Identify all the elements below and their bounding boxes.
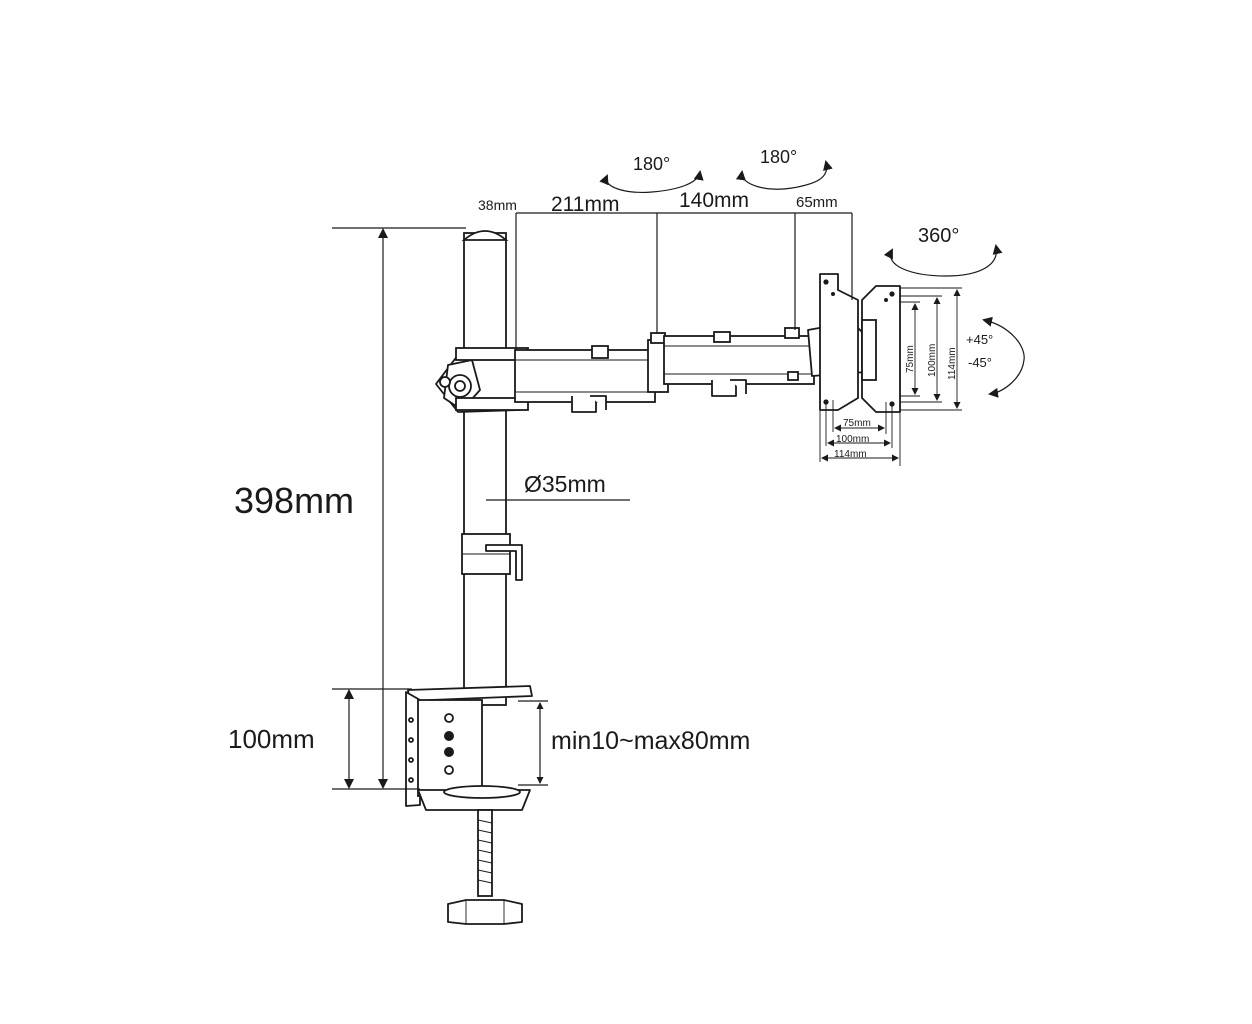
rotation-180-arrow-2 (735, 160, 833, 190)
pole (461, 230, 523, 706)
label-tilt-up: +45° (966, 332, 993, 347)
rotation-180-arrow-1 (599, 170, 704, 193)
dimension-lines (332, 212, 962, 790)
label-100mm: 100mm (228, 724, 315, 754)
label-vesa-h75: 75mm (843, 418, 871, 429)
label-vesa-v75: 75mm (905, 345, 916, 373)
label-vesa-h114: 114mm (834, 449, 867, 460)
tilt-arrow (982, 316, 1025, 398)
label-desk-range: min10~max80mm (551, 727, 750, 755)
label-211mm: 211mm (551, 193, 619, 216)
label-398mm: 398mm (234, 480, 354, 521)
label-vesa-h100: 100mm (836, 434, 869, 445)
monitor-arm-drawing (405, 230, 901, 925)
label-140mm: 140mm (679, 189, 749, 212)
label-tilt-down: -45° (968, 355, 992, 370)
label-38mm: 38mm (478, 197, 517, 213)
label-vesa-v100: 100mm (927, 344, 938, 377)
label-vesa-v114: 114mm (947, 347, 958, 380)
label-65mm: 65mm (796, 194, 838, 211)
label-rotation-180-1: 180° (633, 154, 670, 174)
label-rotation-180-2: 180° (760, 147, 797, 167)
vesa-plate (819, 273, 901, 413)
label-diameter: Ø35mm (524, 471, 606, 497)
arm-segment-1 (514, 345, 656, 413)
rotation-arrows (599, 160, 1025, 398)
arm-segment-2 (663, 331, 815, 397)
desk-clamp (405, 685, 533, 925)
rotation-360-arrow (883, 244, 1003, 277)
dimension-labels: 398mm 100mm min10~max80mm Ø35mm 38mm 211… (228, 147, 993, 755)
label-rotation-360: 360° (918, 225, 959, 247)
